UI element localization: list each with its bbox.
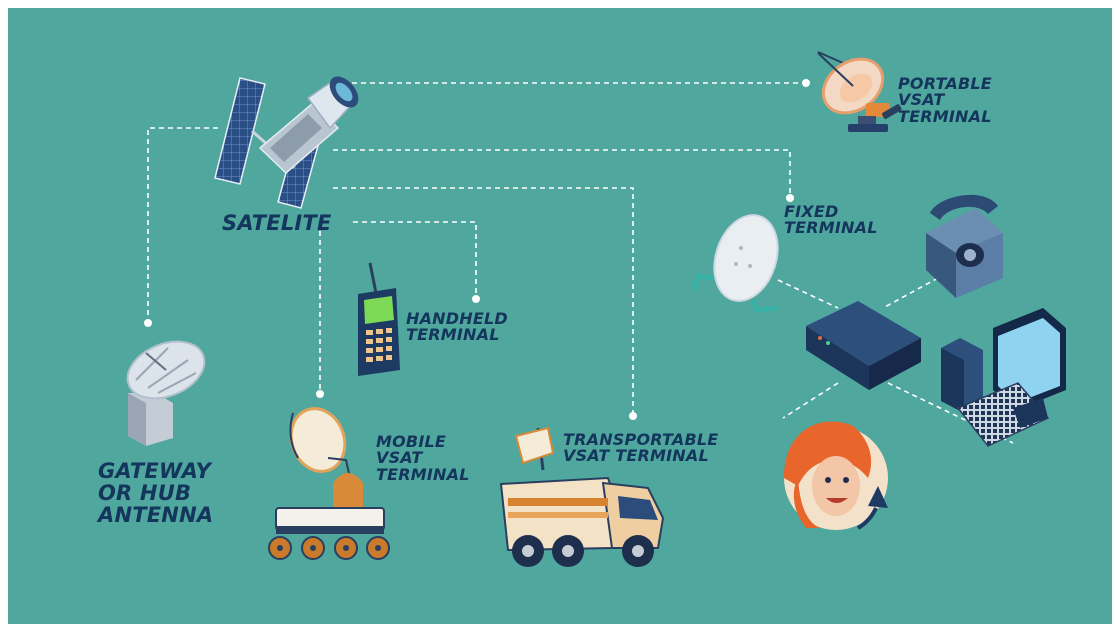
computer-icon — [941, 308, 1066, 447]
connector-endpoints — [144, 79, 810, 420]
satellite-label: SATELITE — [222, 211, 332, 235]
gateway-hub-antenna-label: GATEWAY OR HUB ANTENNA — [98, 459, 214, 528]
diagram-canvas — [126, 51, 1066, 567]
mobile-rover-icon — [268, 407, 390, 560]
fixed-dish-icon — [692, 214, 779, 313]
vsat-network-diagram: SATELITE PORTABLE VSAT TERMINAL FIXED TE… — [8, 8, 1112, 624]
link-phone-modem — [882, 277, 939, 309]
modem-icon — [806, 301, 921, 390]
link-fixed-modem — [777, 279, 839, 309]
satellite-icon — [214, 76, 359, 209]
fixed-terminal-label: FIXED TERMINAL — [784, 202, 878, 238]
link-satellite-gateway — [147, 127, 218, 321]
link-satellite-transportable — [333, 187, 634, 414]
handheld-terminal-label: HANDHELD TERMINAL — [406, 309, 508, 345]
transportable-truck-icon — [499, 426, 665, 567]
mobile-vsat-terminal-label: MOBILE VSAT TERMINAL — [376, 432, 470, 484]
link-satellite-fixed — [333, 149, 791, 196]
operator-avatar-icon — [784, 421, 888, 530]
portable-vsat-terminal-label: PORTABLE VSAT TERMINAL — [898, 74, 992, 126]
gateway-antenna-icon — [126, 340, 206, 446]
telephone-icon — [926, 194, 1003, 298]
connectors — [147, 82, 1014, 444]
link-satellite-handheld — [353, 221, 477, 298]
transportable-vsat-terminal-label: TRANSPORTABLE VSAT TERMINAL — [563, 430, 719, 466]
portable-dish-icon — [817, 51, 902, 132]
link-modem-operator — [782, 382, 839, 419]
handheld-phone-icon — [358, 262, 400, 376]
